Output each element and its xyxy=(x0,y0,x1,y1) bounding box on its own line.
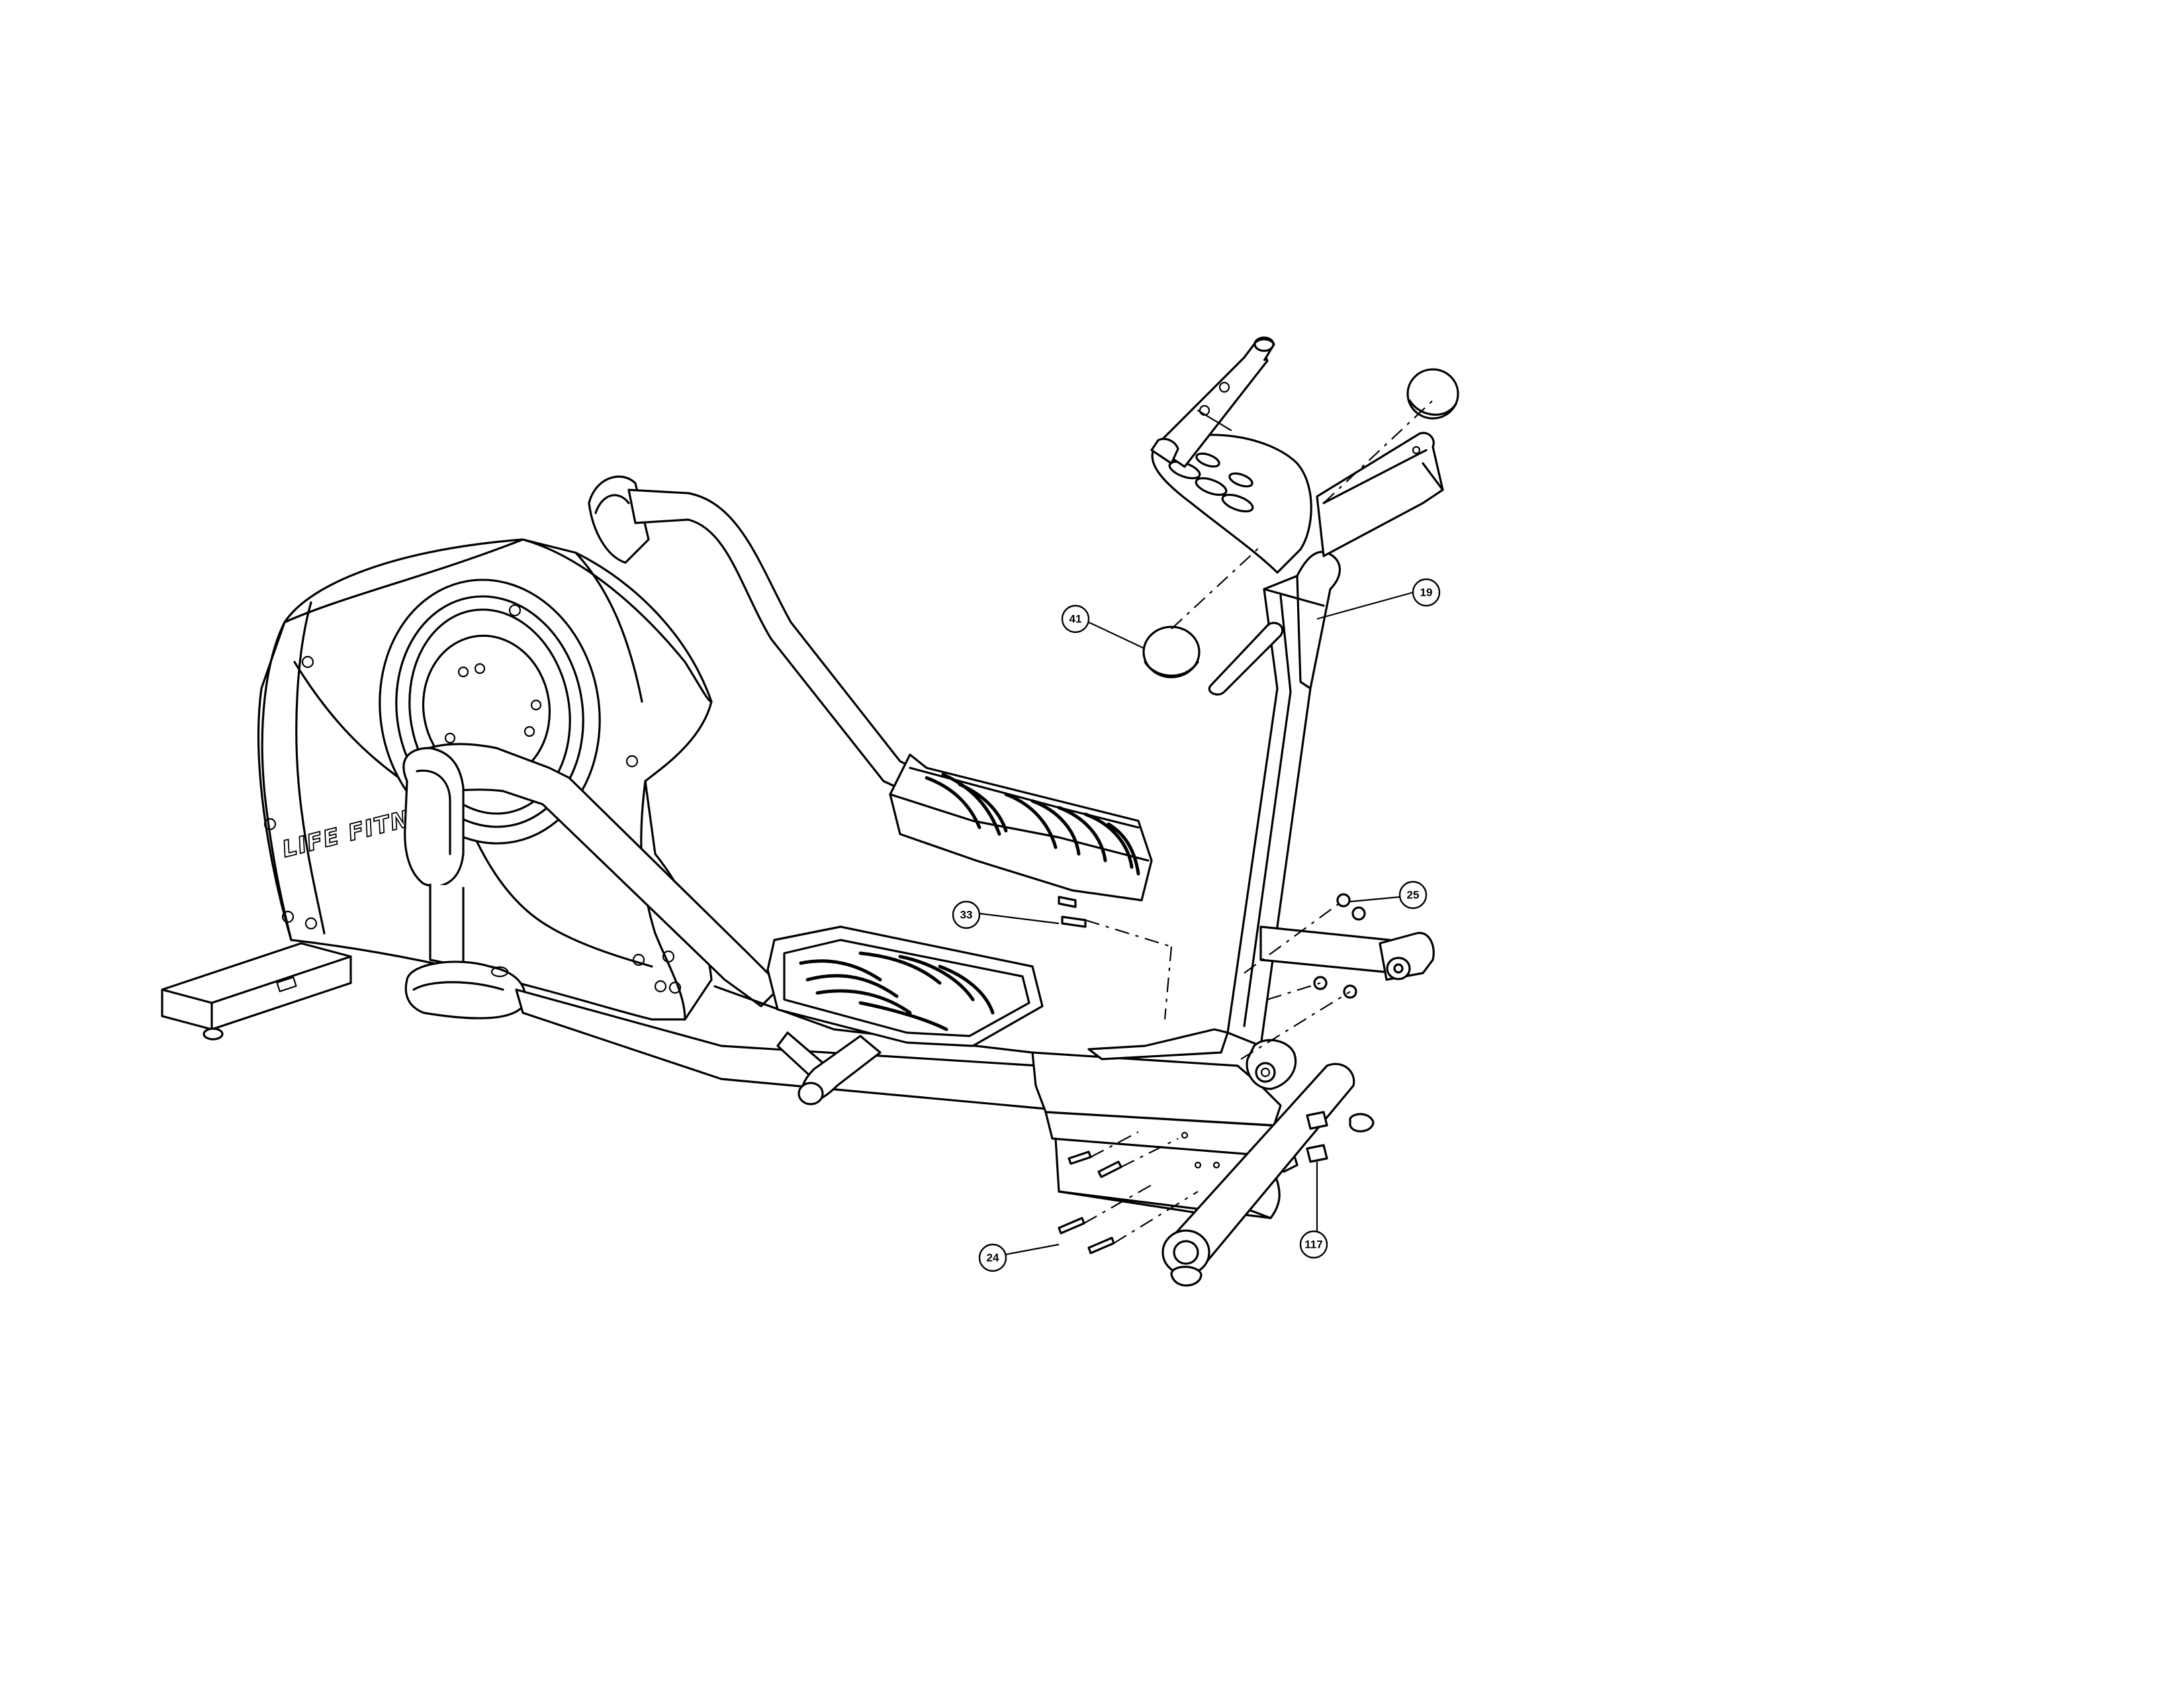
cap-part-41 xyxy=(1142,626,1201,679)
callout-24: 24 xyxy=(978,1243,1060,1272)
callout-33: 33 xyxy=(952,900,1060,929)
rear-base-foot xyxy=(161,942,352,1041)
callout-25: 25 xyxy=(1349,880,1428,910)
front-frame-base xyxy=(1031,551,1341,1219)
loose-foot-tube xyxy=(1161,1062,1375,1287)
rear-pedal xyxy=(889,753,1153,902)
callout-label-41: 41 xyxy=(1069,613,1082,626)
callout-label-19: 19 xyxy=(1420,586,1433,599)
callout-117: 117 xyxy=(1299,1162,1328,1259)
callout-label-24: 24 xyxy=(987,1252,999,1264)
callout-41: 41 xyxy=(1061,604,1146,649)
callout-label-25: 25 xyxy=(1407,889,1420,902)
console-assembly xyxy=(1150,336,1459,574)
callout-label-33: 33 xyxy=(960,909,973,921)
callout-label-117: 117 xyxy=(1304,1239,1322,1251)
end-cap-roller xyxy=(1246,1039,1297,1090)
callout-19: 19 xyxy=(1316,578,1441,620)
rear-handle-arm xyxy=(588,475,941,802)
stabilizer-tube-right xyxy=(1259,925,1435,981)
front-pedal xyxy=(766,925,1044,1047)
assembly-lines xyxy=(1083,400,1433,1244)
